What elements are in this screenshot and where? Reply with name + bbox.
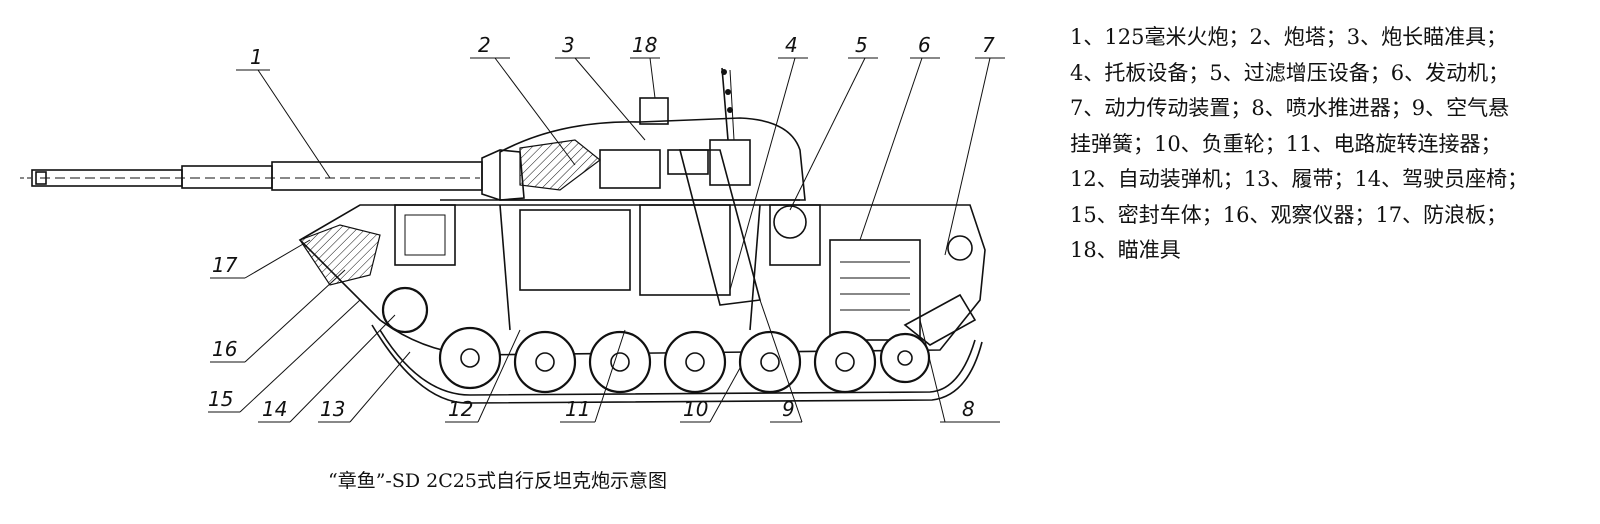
gun-barrel [20,149,525,201]
legend-line: 1、125毫米火炮；2、炮塔；3、炮长瞄准具； [1070,25,1508,49]
callout-6: 6 [918,33,931,57]
tank-cutaway-diagram: 1 2 3 18 4 5 6 7 17 16 15 14 13 12 11 10… [20,33,1005,423]
callout-15: 15 [208,387,233,411]
legend-line: 7、动力传动装置；8、喷水推进器；9、空气悬 [1070,96,1510,120]
track [371,324,983,404]
legend-line: 挂弹簧；10、负重轮；11、电路旋转连接器； [1070,131,1502,156]
callout-4: 4 [785,33,798,57]
turret [499,67,806,201]
callout-2: 2 [478,33,491,57]
callout-18: 18 [632,33,657,57]
parts-legend: 1、125毫米火炮；2、炮塔；3、炮长瞄准具； 4、托板设备；5、过滤增压设备；… [1070,20,1590,269]
legend-line: 15、密封车体；16、观察仪器；17、防浪板； [1070,202,1508,227]
callout-3: 3 [562,33,575,57]
legend-line: 18、瞄准具 [1070,238,1181,262]
callout-13: 13 [320,397,345,421]
figure-caption: “章鱼”-SD 2C25式自行反坦克炮示意图 [328,470,667,492]
callout-9: 9 [782,397,795,421]
callout-5: 5 [855,33,868,57]
callout-8: 8 [962,397,975,421]
callout-7: 7 [982,33,995,57]
callout-16: 16 [212,337,237,361]
callout-12: 12 [448,397,473,421]
callout-11: 11 [565,397,590,421]
legend-line: 12、自动装弹机；13、履带；14、驾驶员座椅； [1070,167,1529,191]
legend-line: 4、托板设备；5、过滤增压设备；6、发动机； [1070,60,1510,85]
callout-1: 1 [250,45,263,69]
callout-17: 17 [212,253,238,277]
leader-lines [208,57,1005,423]
callout-14: 14 [262,397,287,421]
callout-numbers: 1 2 3 18 4 5 6 7 17 16 15 14 13 12 11 10… [208,33,995,421]
callout-10: 10 [683,397,708,421]
road-wheels [381,286,931,394]
